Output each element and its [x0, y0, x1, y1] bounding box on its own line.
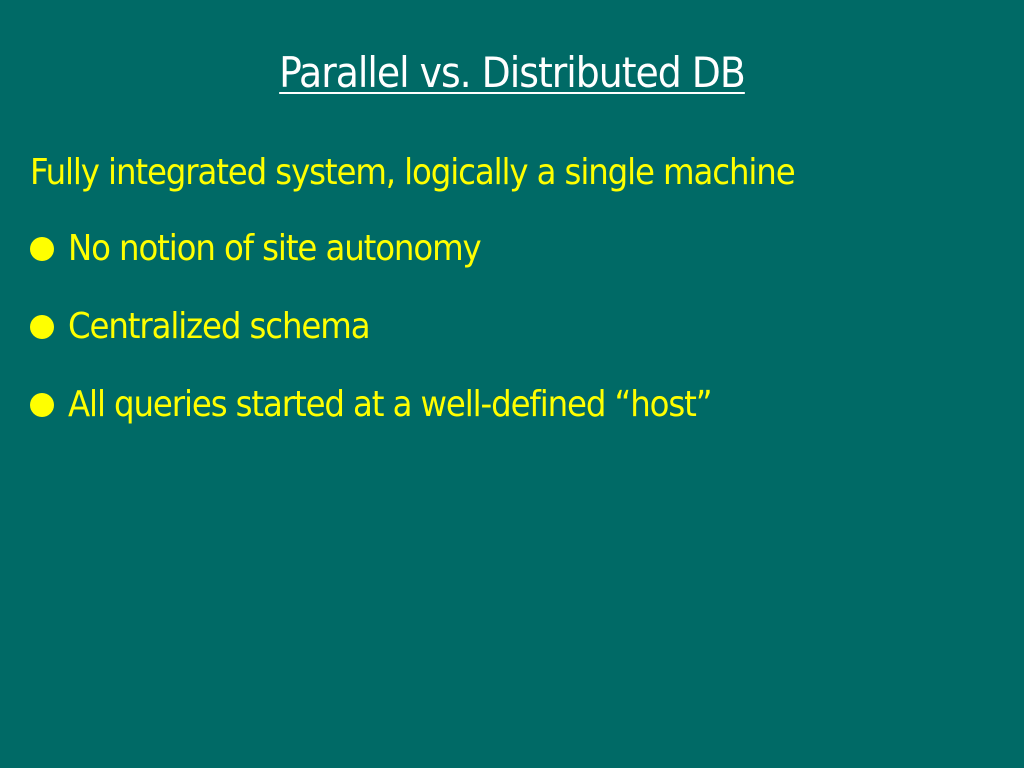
bullet-text: All queries started at a well-defined “h…	[68, 384, 712, 425]
bullet-text: No notion of site autonomy	[68, 228, 482, 269]
bullet-text: Centralized schema	[68, 306, 371, 347]
slide-title: Parallel vs. Distributed DB	[279, 48, 746, 97]
bullet-item: All queries started at a well-defined “h…	[30, 380, 712, 430]
bullet-list: No notion of site autonomy Centralized s…	[30, 224, 712, 458]
bullet-item: No notion of site autonomy	[30, 224, 711, 274]
bullet-dot-icon	[30, 237, 54, 261]
bullet-dot-icon	[30, 315, 54, 339]
bullet-dot-icon	[30, 393, 54, 417]
lead-statement: Fully integrated system, logically a sin…	[30, 152, 796, 193]
bullet-item: Centralized schema	[30, 302, 711, 352]
